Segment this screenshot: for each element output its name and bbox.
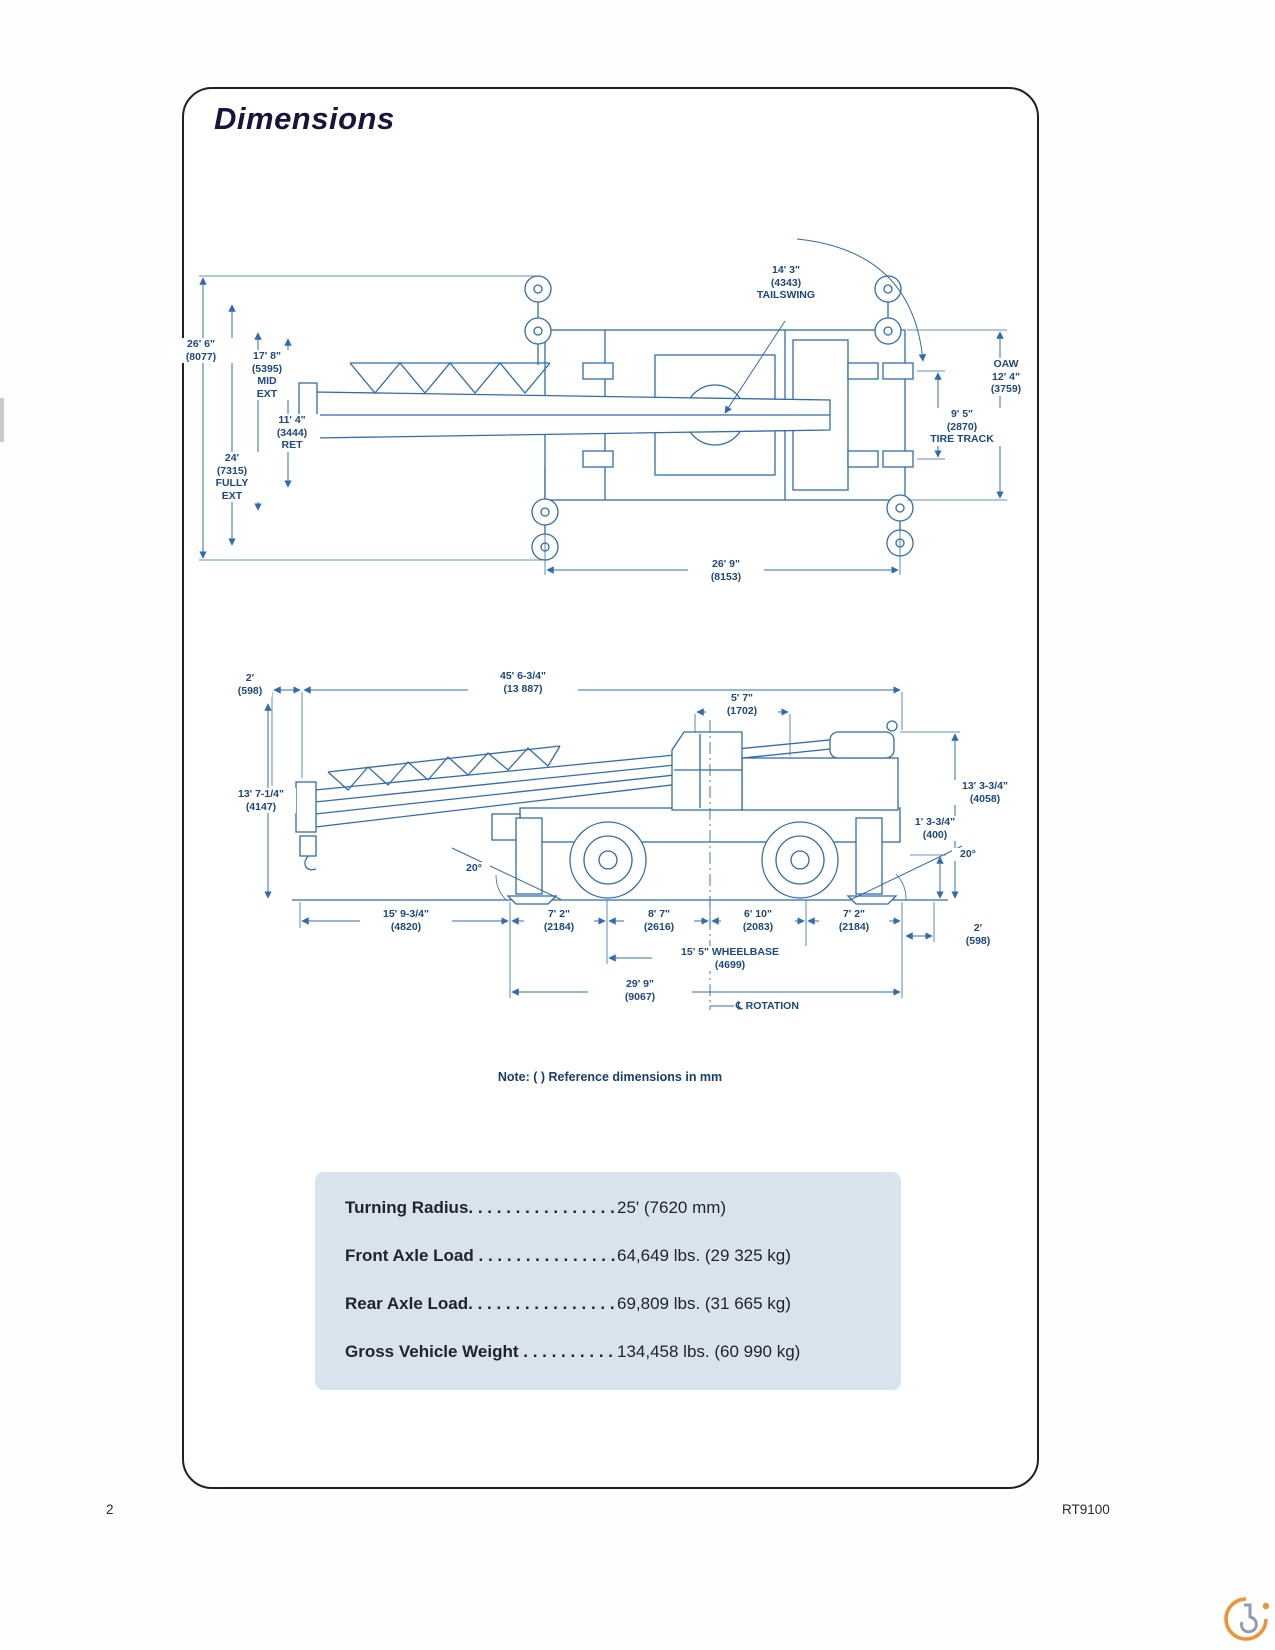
spec-row-front-axle-load: Front Axle Load . . . . . . . . . . . . … <box>345 1246 901 1268</box>
spec-label: Gross Vehicle Weight <box>345 1342 524 1361</box>
dim-label-rotation-centerline: ℄ ROTATION <box>736 1000 856 1013</box>
dim-label-5-7: 5' 7" (1702) <box>706 692 778 718</box>
dim-label-2-front: 2' (598) <box>228 672 272 698</box>
spec-row-turning-radius: Turning Radius. . . . . . . . . . . . . … <box>345 1198 901 1220</box>
spec-value: 64,649 lbs. (29 325 kg) <box>617 1246 791 1265</box>
spec-row-gross-vehicle-weight: Gross Vehicle Weight . . . . . . . . . .… <box>345 1342 901 1364</box>
side-view-drawing <box>264 686 963 1010</box>
dim-label-7-2-front: 7' 2" (2184) <box>524 908 594 934</box>
spec-label: Front Axle Load <box>345 1246 479 1265</box>
dim-label-tire-track: 9' 5" (2870) TIRE TRACK <box>922 408 1002 446</box>
dim-label-15-9: 15' 9-3/4" (4820) <box>360 908 452 934</box>
top-view-drawing <box>199 238 1007 575</box>
dim-label-angle-rear-20: 20° <box>952 848 984 861</box>
spec-row-rear-axle-load: Rear Axle Load. . . . . . . . . . . . . … <box>345 1294 901 1316</box>
dim-label-17-8-mid-ext: 17' 8" (5395) MID EXT <box>238 350 296 401</box>
page-number: 2 <box>106 1502 114 1517</box>
dim-label-2-rear: 2' (598) <box>956 922 1000 948</box>
wheels <box>569 821 839 899</box>
crane-side-art <box>292 720 948 905</box>
spec-label: Turning Radius <box>345 1198 469 1217</box>
leader-dots: . . . . . . . . . . . . . . . . <box>478 1246 618 1265</box>
dim-label-6-10: 6' 10" (2083) <box>721 908 795 934</box>
dim-label-13-3: 13' 3-3/4" (4058) <box>952 780 1018 806</box>
reference-note: Note: ( ) Reference dimensions in mm <box>497 1070 723 1084</box>
spec-table: Turning Radius. . . . . . . . . . . . . … <box>315 1172 901 1390</box>
dim-label-29-9: 29' 9" (9067) <box>588 978 692 1004</box>
leader-dots: . . . . . . . . . . . . . . . . . <box>468 1294 617 1313</box>
watermark-logo-icon <box>1224 1597 1270 1641</box>
dim-label-angle-front-20: 20° <box>458 862 490 875</box>
scan-artifact <box>0 398 4 442</box>
dim-label-24-fully-ext: 24' (7315) FULLY EXT <box>204 452 260 503</box>
leader-dots: . . . . . . . . . . . . <box>523 1342 617 1361</box>
model-number: RT9100 <box>1062 1502 1110 1517</box>
dim-label-26-6: 26' 6" (8077) <box>168 338 234 364</box>
spec-value: 134,458 lbs. (60 990 kg) <box>617 1342 801 1361</box>
spec-label: Rear Axle Load <box>345 1294 469 1313</box>
leader-dots: . . . . . . . . . . . . . . . . . <box>468 1198 617 1217</box>
spec-value: 25' (7620 mm) <box>617 1198 727 1217</box>
dim-label-8-7: 8' 7" (2616) <box>624 908 694 934</box>
dim-label-oaw: OAW 12' 4" (3759) <box>978 358 1034 396</box>
page-title: Dimensions <box>214 101 395 136</box>
dim-label-wheelbase: 15' 5" WHEELBASE (4699) <box>652 946 808 972</box>
dim-label-11-4-ret: 11' 4" (3444) RET <box>264 414 320 452</box>
dim-label-tailswing: 14' 3" (4343) TAILSWING <box>738 264 834 302</box>
dim-label-1-3: 1' 3-3/4" (400) <box>904 816 966 842</box>
dim-label-13-7: 13' 7-1/4" (4147) <box>226 788 296 814</box>
dim-label-7-2-rear: 7' 2" (2184) <box>819 908 889 934</box>
crane-plan-art <box>298 275 914 561</box>
dim-label-26-9: 26' 9" (8153) <box>688 558 764 584</box>
spec-value: 69,809 lbs. (31 665 kg) <box>617 1294 791 1313</box>
dim-label-45-6: 45' 6-3/4" (13 887) <box>468 670 578 696</box>
